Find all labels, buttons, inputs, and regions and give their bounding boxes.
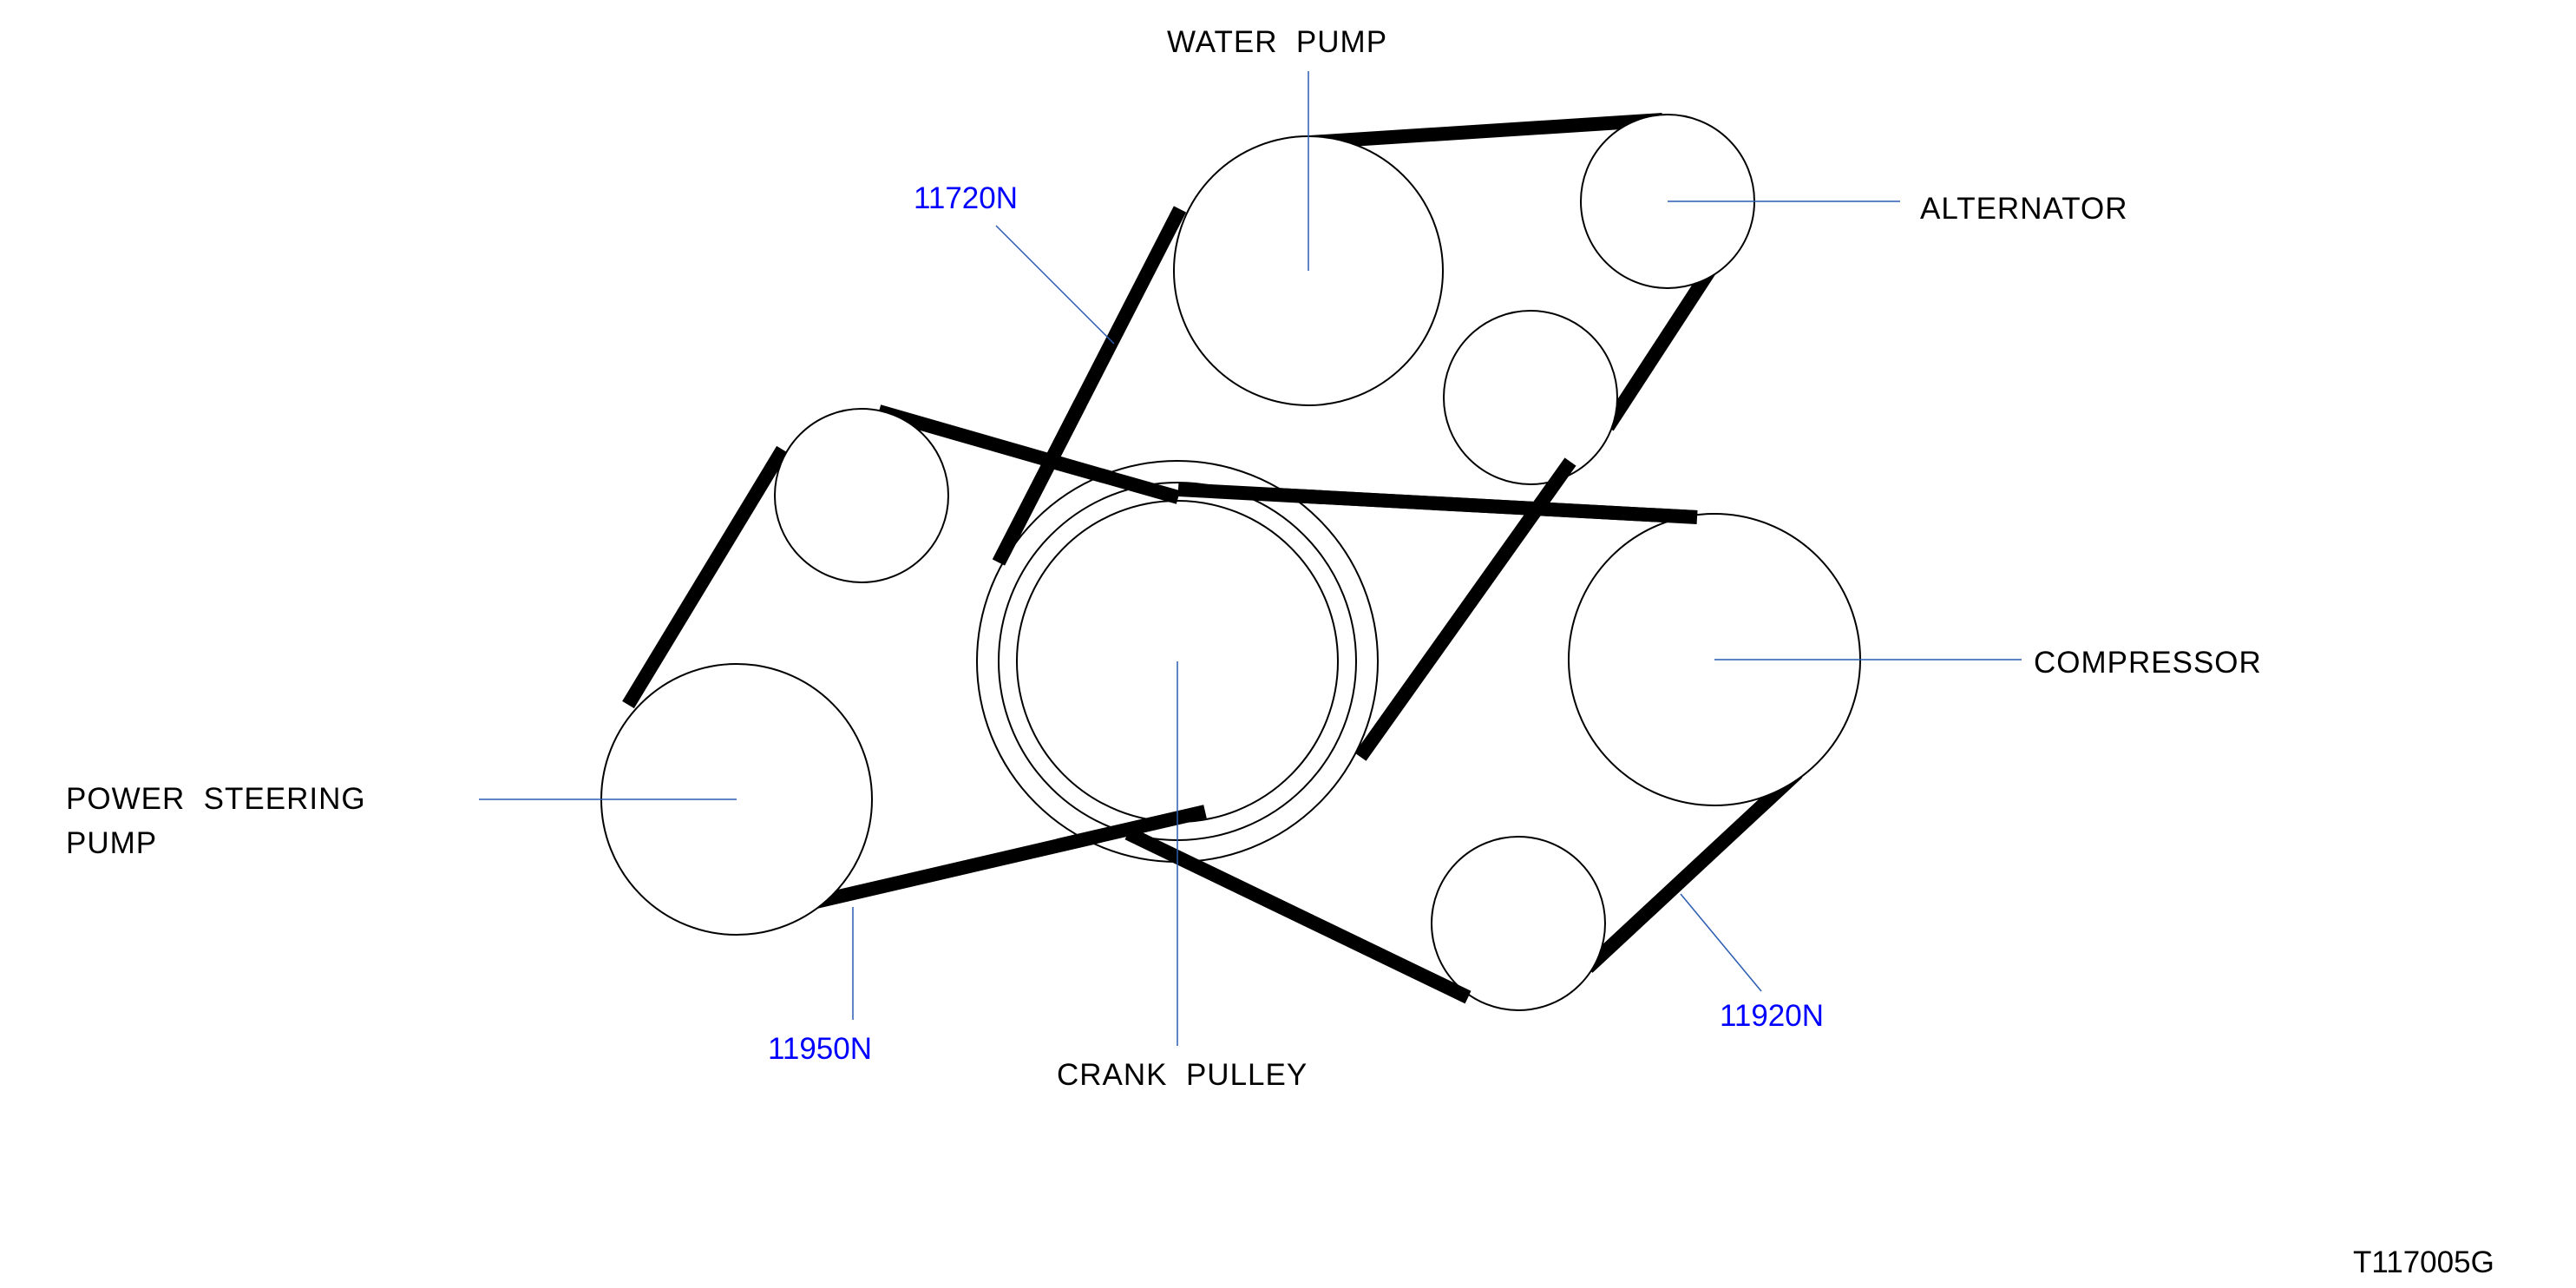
component-labels: WATER PUMP ALTERNATOR COMPRESSOR POWER S…: [66, 25, 2262, 1092]
alternator-label: ALTERNATOR: [1920, 192, 2127, 226]
tensioner-pulley-left: [774, 408, 949, 583]
idler-pulley-upper: [1443, 310, 1618, 485]
crank-pulley-label: CRANK PULLEY: [1057, 1058, 1308, 1092]
belt-spec-11920: 11920N: [1720, 999, 1824, 1033]
comp-belt-bottom-over: [1124, 826, 1472, 1004]
ps-belt-left: [622, 445, 789, 709]
power-steering-label-line1: POWER STEERING: [66, 782, 366, 816]
power-steering-label-line2: PUMP: [66, 826, 157, 860]
belts-over-crank: [992, 400, 1698, 1004]
belt-spec-labels: 11720N 11950N 11920N: [768, 181, 1824, 1066]
spec-11920-leader: [1680, 893, 1762, 992]
idler-pulley-lower: [1431, 836, 1606, 1011]
ps-belt-top-over: [1050, 455, 1181, 504]
water-pump-label: WATER PUMP: [1167, 25, 1387, 59]
belt-spec-11720: 11720N: [914, 181, 1018, 215]
wp-belt-left-over: [992, 400, 1087, 566]
leader-lines: [479, 71, 2022, 1046]
comp-belt-right: [1583, 767, 1803, 973]
figure-id: T117005G: [2353, 1245, 2494, 1279]
belt-spec-11950: 11950N: [768, 1032, 872, 1066]
spec-11720-leader: [995, 225, 1115, 345]
wp-belt-diag-over: [1354, 457, 1576, 761]
wp-belt-top: [1309, 113, 1663, 149]
comp-belt-top-over: [1177, 483, 1698, 524]
compressor-label: COMPRESSOR: [2034, 646, 2262, 680]
